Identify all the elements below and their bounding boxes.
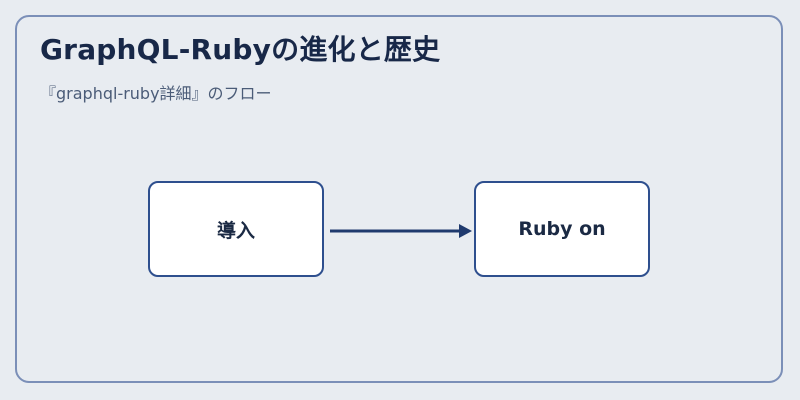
diagram-title: GraphQL-Rubyの進化と歴史 xyxy=(40,33,441,66)
flow-node-intro: 導入 xyxy=(148,181,324,277)
diagram-frame xyxy=(15,15,783,383)
diagram-subtitle: 『graphql-ruby詳細』のフロー xyxy=(40,84,272,103)
flow-node-ruby-on: Ruby on xyxy=(474,181,650,277)
flow-node-label: 導入 xyxy=(216,219,255,242)
flow-node-label: Ruby on xyxy=(518,218,606,240)
